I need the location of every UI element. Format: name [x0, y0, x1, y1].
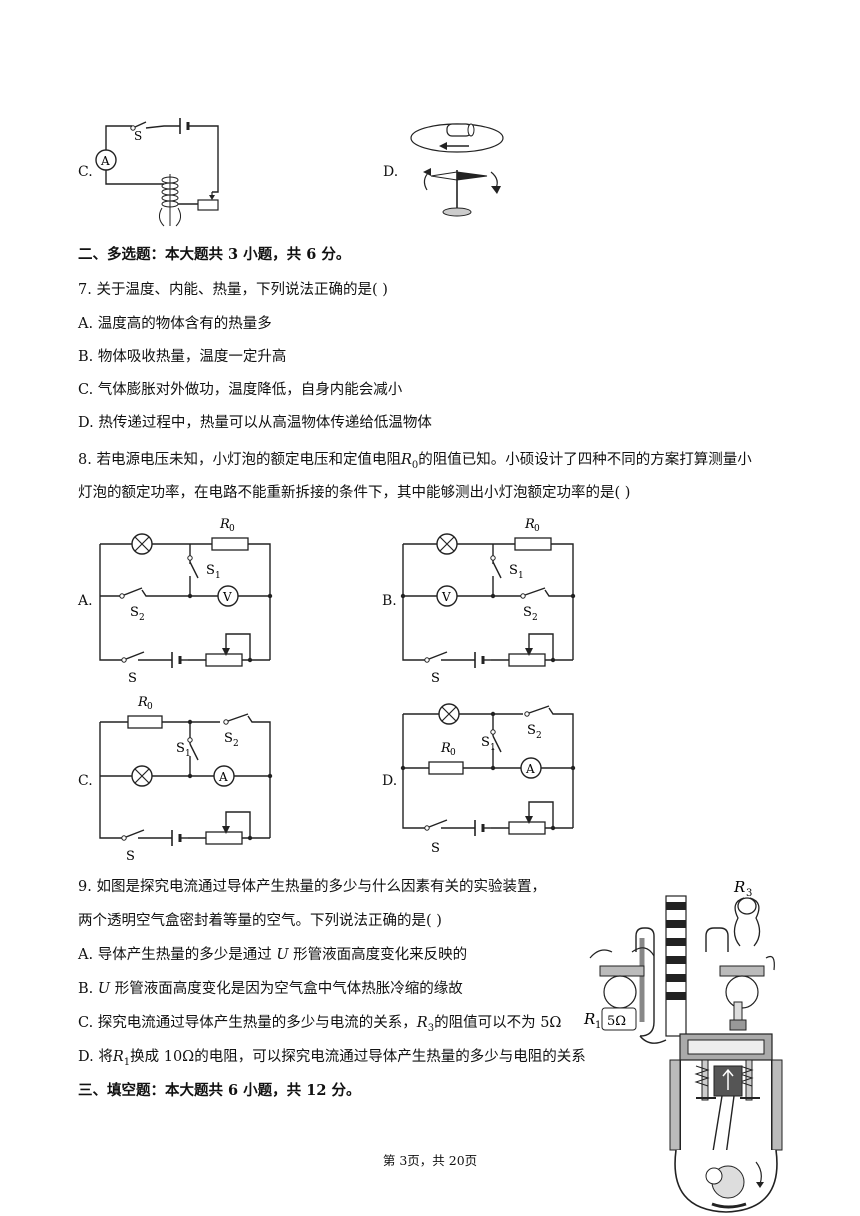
q9-stem-line2: 两个透明空气盒密封着等量的空气。下列说法正确的是( ) — [78, 913, 442, 929]
voltmeter-icon — [217, 585, 239, 607]
joule-heat-apparatus-figure: R 3 R 1 5Ω — [583, 878, 775, 1044]
svg-text:0: 0 — [534, 524, 540, 534]
svg-text:S: S — [176, 741, 185, 756]
switch-s-label: S — [134, 129, 142, 143]
svg-text:S: S — [206, 563, 215, 578]
svg-text:2: 2 — [139, 613, 145, 623]
rheostat — [205, 653, 243, 667]
svg-text:S: S — [128, 671, 137, 685]
svg-text:R: R — [219, 517, 230, 532]
q9-stem-line1: 9. 如图是探究电流通过导体产生热量的多少与什么因素有关的实验装置， — [78, 879, 546, 895]
q8-label-c: C. — [78, 773, 93, 789]
svg-text:S: S — [523, 605, 532, 620]
svg-text:S: S — [509, 563, 518, 578]
q8-stem-line2: 灯泡的额定功率，在电路不能重新拆接的条件下，其中能够测出小灯泡额定功率的是( ) — [78, 485, 631, 501]
ammeter-icon — [213, 765, 235, 787]
page-footer: 第 3页，共 20页 — [382, 1153, 478, 1168]
svg-text:3: 3 — [746, 888, 752, 899]
svg-text:S: S — [431, 841, 440, 856]
compass-circuit-figure: S A — [95, 118, 219, 227]
section-3-title: 三、填空题：本大题共 6 小题，共 12 分。 — [78, 1082, 361, 1099]
svg-text:V: V — [441, 590, 451, 604]
svg-text:1: 1 — [215, 571, 221, 581]
svg-text:A: A — [525, 762, 535, 776]
section-2-title: 二、多选题：本大题共 3 小题，共 6 分。 — [78, 246, 351, 263]
svg-text:1: 1 — [595, 1020, 601, 1031]
q8-stem-line1: 8. 若电源电压未知，小灯泡的额定电压和定值电阻R0的阻值已知。小硕设计了四种不… — [78, 452, 752, 471]
svg-text:R: R — [440, 741, 451, 756]
ammeter-label: A — [100, 154, 110, 168]
q7-option-d: D. 热传递过程中，热量可以从高温物体传递给低温物体 — [78, 415, 432, 431]
svg-text:V: V — [222, 590, 232, 604]
four-stroke-engine-figure — [669, 1001, 783, 1213]
q7-option-c: C. 气体膨胀对外做功，温度降低，自身内能会减小 — [78, 382, 403, 398]
q7-option-b: B. 物体吸收热量，温度一定升高 — [78, 349, 287, 365]
svg-text:0: 0 — [450, 748, 456, 758]
svg-text:A: A — [218, 770, 228, 784]
svg-text:S: S — [130, 605, 139, 620]
q7-option-a: A. 温度高的物体含有的热量多 — [78, 316, 272, 332]
q9-option-d: D. 将R1换成 10Ω的电阻，可以探究电流通过导体产生热量的多少与电阻的关系 — [78, 1049, 586, 1068]
resistor-r0 — [211, 537, 249, 551]
svg-text:0: 0 — [229, 524, 235, 534]
svg-text:5Ω: 5Ω — [607, 1014, 626, 1029]
svg-text:R: R — [583, 1010, 595, 1028]
q7-stem: 7. 关于温度、内能、热量，下列说法正确的是( ) — [78, 282, 388, 298]
q8-label-d: D. — [382, 773, 398, 789]
svg-text:R: R — [733, 878, 745, 896]
svg-text:2: 2 — [536, 731, 542, 741]
ammeter-icon — [95, 149, 117, 171]
q9-option-a: A. 导体产生热量的多少是通过 U 形管液面高度变化来反映的 — [78, 947, 468, 963]
svg-text:1: 1 — [185, 749, 191, 759]
q9-option-b: B. U 形管液面高度变化是因为空气盒中气体热胀冷缩的缘故 — [78, 981, 463, 997]
svg-text:2: 2 — [233, 739, 239, 749]
q9-option-c: C. 探究电流通过导体产生热量的多少与电流的关系，R3的阻值可以不为 5Ω — [78, 1015, 562, 1034]
option-d-label: D. — [383, 164, 399, 180]
svg-text:0: 0 — [147, 702, 153, 712]
svg-text:R: R — [137, 695, 148, 710]
svg-text:1: 1 — [490, 743, 496, 753]
svg-text:S: S — [527, 723, 536, 738]
svg-text:S: S — [431, 671, 440, 685]
option-c-label: C. — [78, 164, 93, 180]
svg-text:R: R — [524, 517, 535, 532]
svg-text:1: 1 — [518, 571, 524, 581]
svg-text:S: S — [126, 849, 135, 864]
svg-text:2: 2 — [532, 613, 538, 623]
svg-text:S: S — [481, 735, 490, 750]
magnetic-needle-figure — [410, 123, 504, 217]
q8-label-a: A. — [78, 593, 93, 609]
svg-text:S: S — [224, 731, 233, 746]
q8-label-b: B. — [382, 593, 397, 609]
